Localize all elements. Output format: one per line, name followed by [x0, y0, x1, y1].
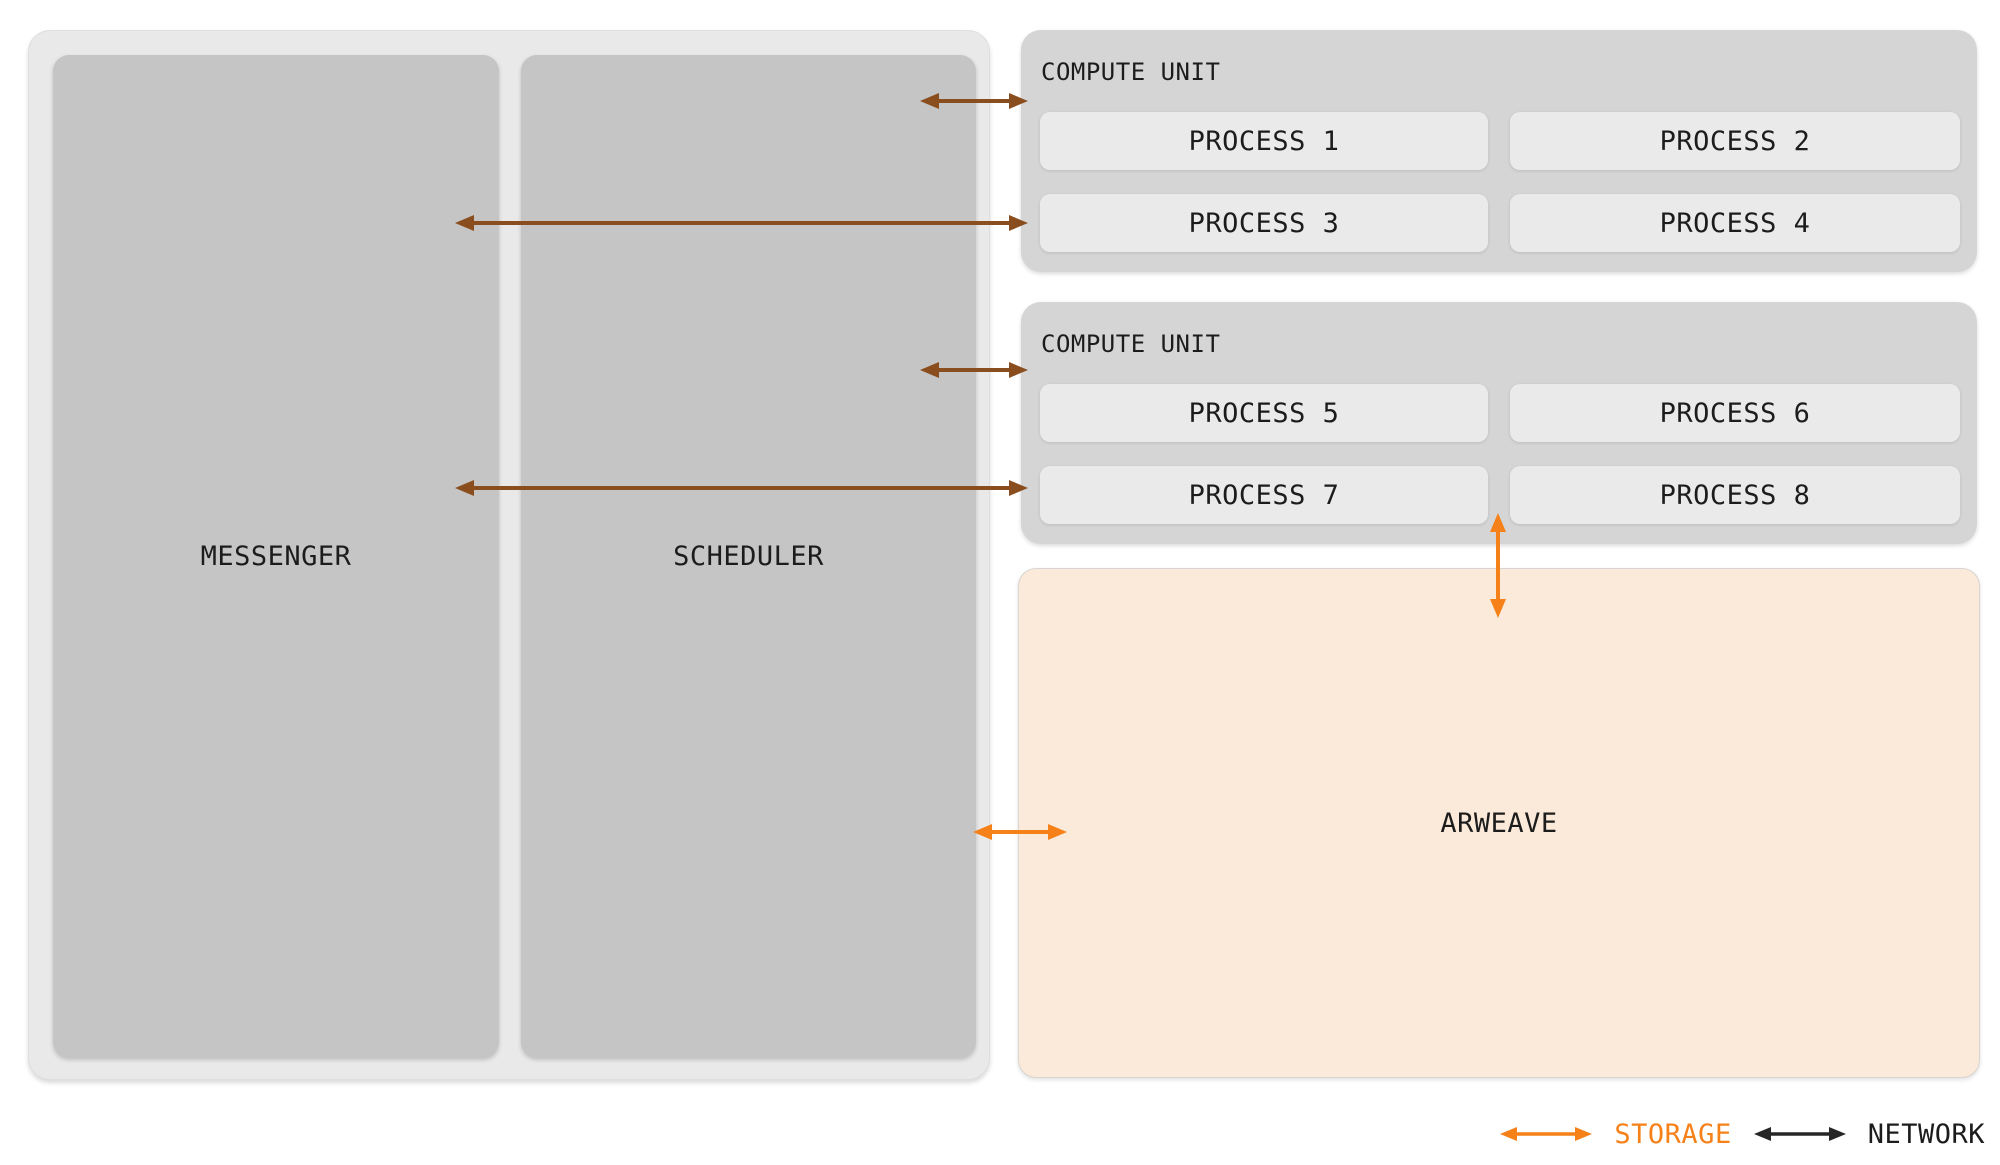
- process-1-box: PROCESS 1: [1040, 112, 1488, 170]
- storage-arrow-icon: [1500, 1127, 1593, 1141]
- process-7-label: PROCESS 7: [1188, 479, 1340, 511]
- process-8-box: PROCESS 8: [1510, 466, 1960, 524]
- arweave-box: ARWEAVE: [1018, 568, 1980, 1078]
- messenger-label: MESSENGER: [200, 541, 352, 572]
- process-6-box: PROCESS 6: [1510, 384, 1960, 442]
- legend-storage-arrow-glyph: [1500, 1127, 1593, 1141]
- compute-unit-2: COMPUTE UNIT PROCESS 5 PROCESS 6 PROCESS…: [1021, 302, 1977, 544]
- scheduler-box: SCHEDULER: [521, 55, 976, 1058]
- messenger-scheduler-container: MESSENGER SCHEDULER: [28, 30, 990, 1080]
- messenger-box: MESSENGER: [53, 55, 499, 1058]
- legend-network-label: NETWORK: [1867, 1118, 1985, 1150]
- scheduler-label: SCHEDULER: [673, 541, 824, 572]
- process-2-box: PROCESS 2: [1510, 112, 1960, 170]
- process-8-label: PROCESS 8: [1659, 479, 1811, 511]
- compute-unit-1-title: COMPUTE UNIT: [1041, 58, 1221, 86]
- compute-unit-2-title: COMPUTE UNIT: [1041, 330, 1221, 358]
- compute-unit-1: COMPUTE UNIT PROCESS 1 PROCESS 2 PROCESS…: [1021, 30, 1977, 272]
- arweave-label: ARWEAVE: [1440, 807, 1558, 839]
- process-3-label: PROCESS 3: [1188, 207, 1340, 239]
- process-5-box: PROCESS 5: [1040, 384, 1488, 442]
- process-7-box: PROCESS 7: [1040, 466, 1488, 524]
- process-4-box: PROCESS 4: [1510, 194, 1960, 252]
- process-4-label: PROCESS 4: [1659, 207, 1811, 239]
- process-1-label: PROCESS 1: [1188, 125, 1340, 157]
- process-5-label: PROCESS 5: [1188, 397, 1340, 429]
- process-6-label: PROCESS 6: [1659, 397, 1811, 429]
- legend-storage-label: STORAGE: [1614, 1118, 1732, 1150]
- legend-network-arrow-glyph: [1753, 1127, 1846, 1141]
- process-3-box: PROCESS 3: [1040, 194, 1488, 252]
- legend: STORAGE NETWORK: [1498, 1112, 1985, 1156]
- process-2-label: PROCESS 2: [1659, 125, 1811, 157]
- network-arrow-icon: [1753, 1127, 1846, 1141]
